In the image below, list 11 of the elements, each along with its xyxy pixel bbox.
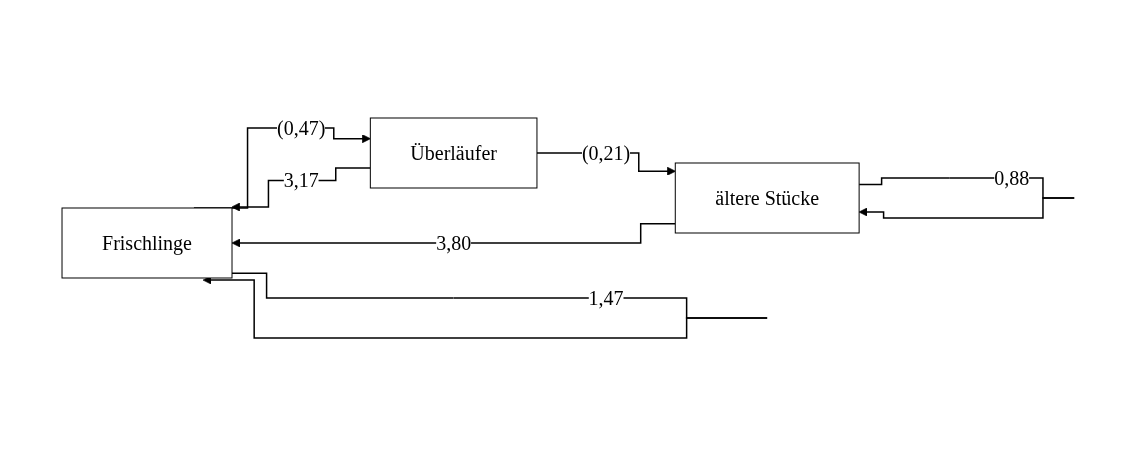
node-box: ältere Stücke [675, 162, 860, 234]
edge-label: 3,80 [436, 232, 472, 255]
edge-label: 3,17 [283, 169, 319, 192]
edge-label: (0,21) [582, 142, 631, 165]
edge-label: 0,88 [994, 167, 1030, 190]
arrow [203, 273, 769, 340]
node-box: Überläufer [370, 117, 538, 189]
edge-label: (0,47) [277, 117, 326, 140]
edge-label: 1,47 [588, 287, 624, 310]
arrow [231, 223, 677, 248]
node-box: Frischlinge [61, 207, 233, 279]
